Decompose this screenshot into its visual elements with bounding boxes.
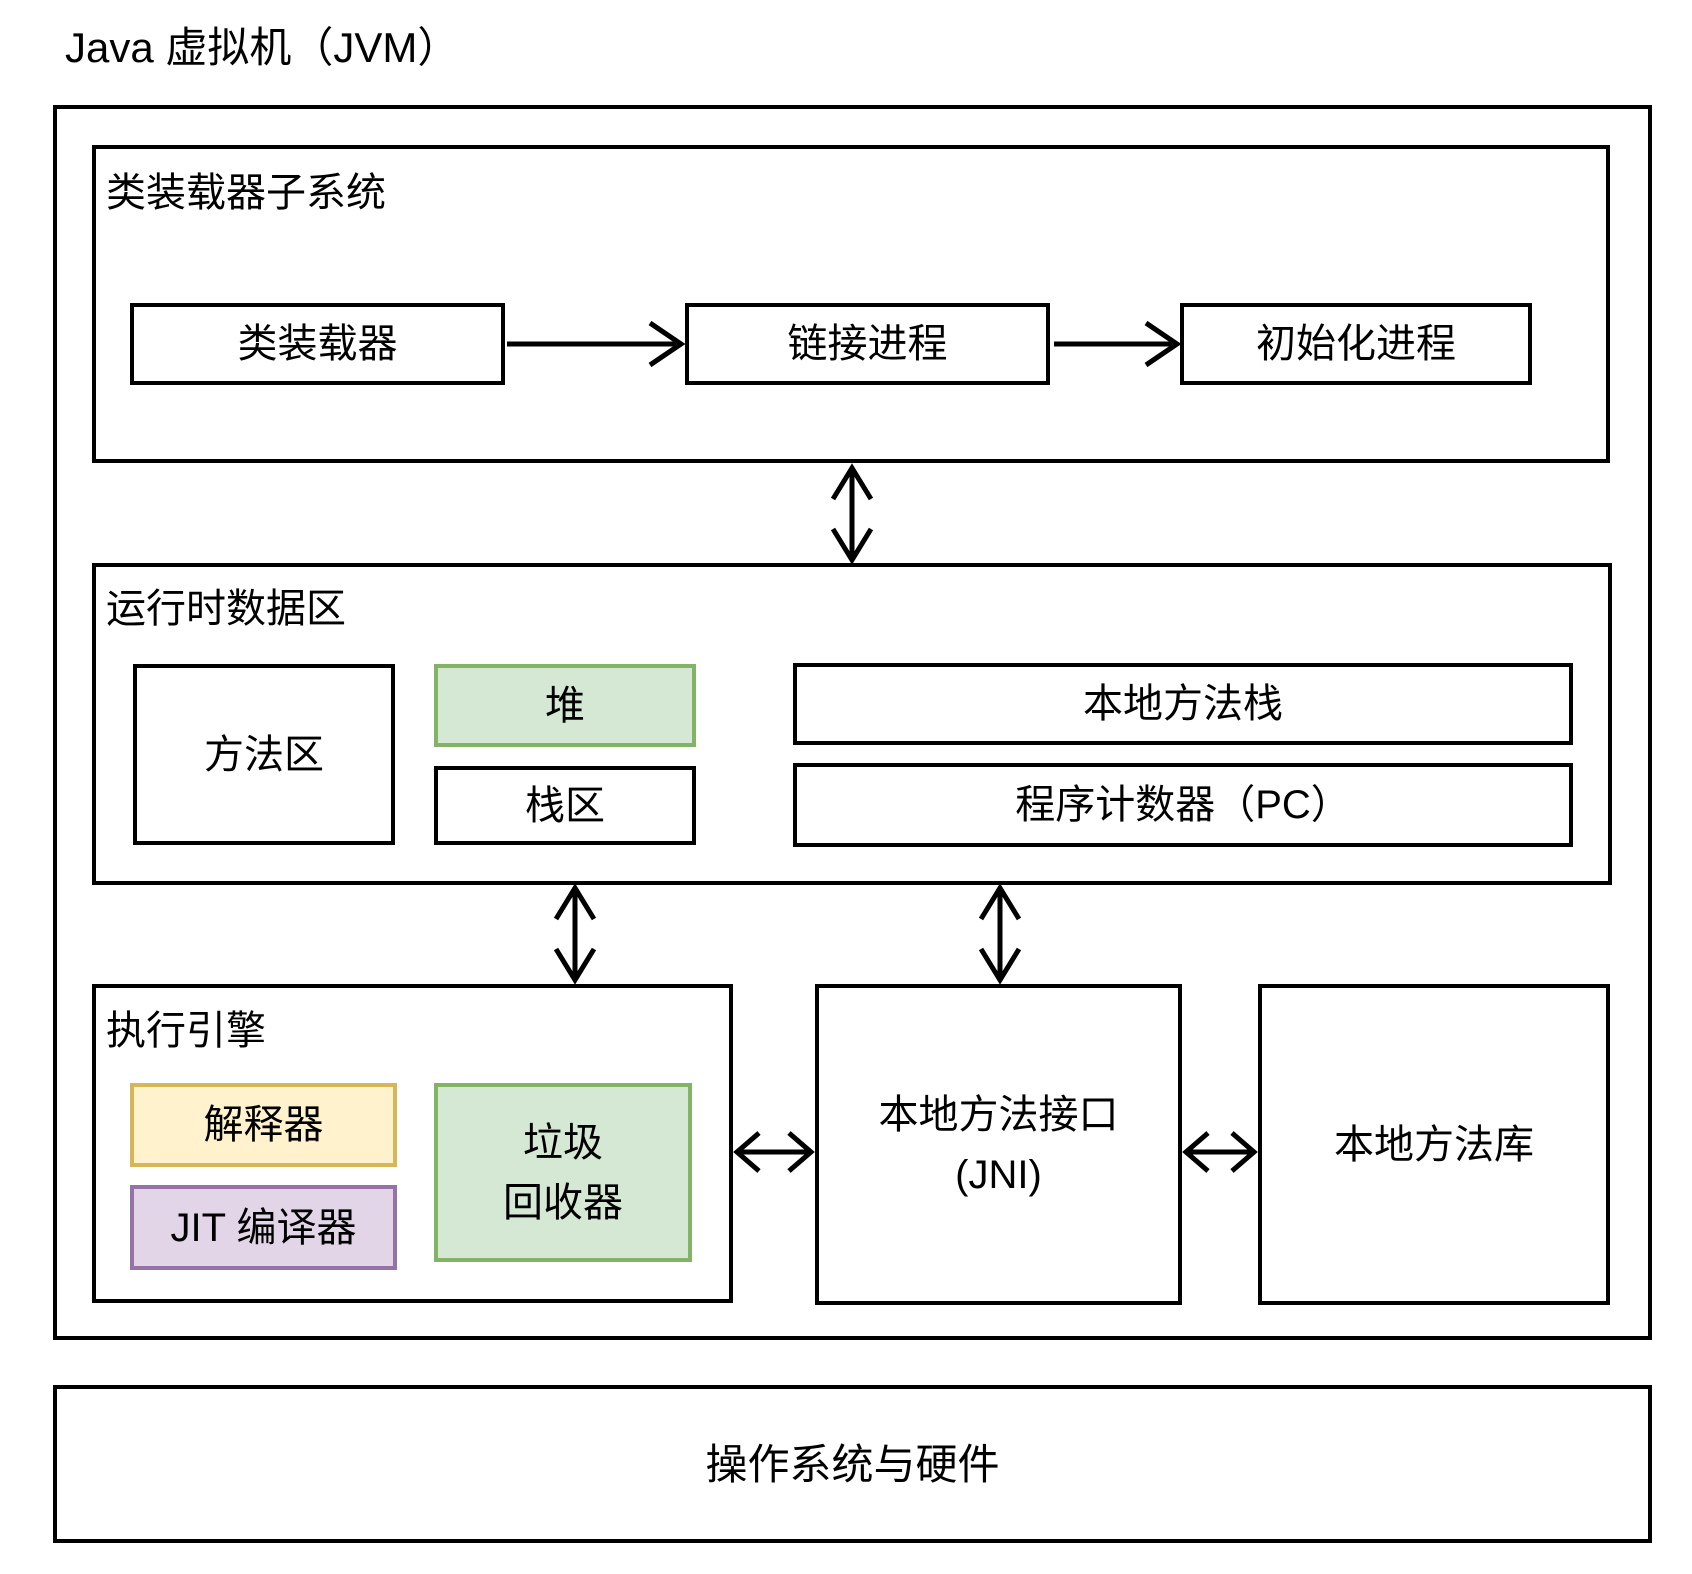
- class-loader-subsystem-label: 类装载器子系统: [106, 171, 386, 215]
- os-hardware-box: 操作系统与硬件: [53, 1385, 1652, 1543]
- initialization-process-box: 初始化进程: [1180, 303, 1532, 385]
- jni-line2: (JNI): [955, 1152, 1042, 1197]
- linking-process-box: 链接进程: [685, 303, 1050, 385]
- method-area-box: 方法区: [133, 664, 395, 845]
- jni-line1: 本地方法接口: [878, 1092, 1119, 1137]
- jit-compiler-box: JIT 编译器: [130, 1185, 397, 1270]
- class-loader-box: 类装载器: [130, 303, 505, 385]
- garbage-collector-line1: 垃圾: [523, 1120, 603, 1165]
- program-counter-box: 程序计数器（PC）: [793, 763, 1573, 847]
- native-method-stacks-box: 本地方法栈: [793, 663, 1573, 745]
- heap-box: 堆: [434, 664, 696, 747]
- stack-area-box: 栈区: [434, 766, 696, 845]
- diagram-title: Java 虚拟机（JVM）: [65, 24, 460, 71]
- native-method-library-box: 本地方法库: [1258, 984, 1610, 1305]
- jni-box: 本地方法接口 (JNI): [815, 984, 1182, 1305]
- runtime-data-area-label: 运行时数据区: [106, 587, 346, 631]
- garbage-collector-line2: 回收器: [503, 1180, 623, 1225]
- garbage-collector-box: 垃圾 回收器: [434, 1083, 692, 1262]
- execution-engine-label: 执行引擎: [106, 1009, 266, 1053]
- interpreter-box: 解释器: [130, 1083, 397, 1167]
